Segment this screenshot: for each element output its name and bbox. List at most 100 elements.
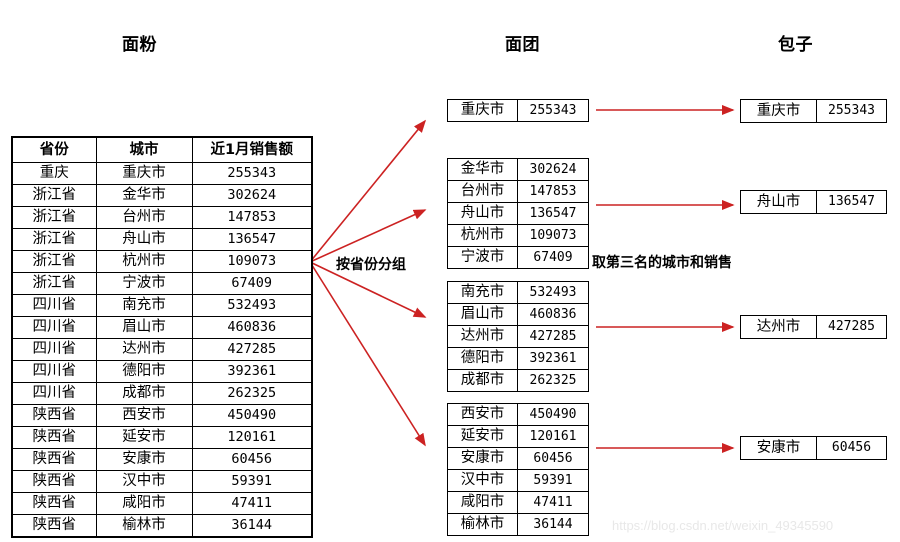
source-cell-province: 四川省 [11, 338, 97, 361]
result-city: 重庆市 [740, 99, 817, 123]
group-cell-amount: 392361 [517, 347, 589, 370]
source-cell-city: 安康市 [95, 448, 193, 471]
source-cell-province: 四川省 [11, 360, 97, 383]
source-cell-city: 汉中市 [95, 470, 193, 493]
source-cell-amount: 59391 [191, 470, 313, 493]
result-row: 重庆市 255343 [740, 99, 887, 123]
group-cell-amount: 302624 [517, 158, 589, 181]
group-cell-city: 舟山市 [447, 202, 518, 225]
fan-arrow-3 [309, 261, 426, 447]
source-cell-city: 宁波市 [95, 272, 193, 295]
group-cell-city: 安康市 [447, 447, 518, 470]
result-city: 达州市 [740, 315, 817, 339]
group-cell-amount: 532493 [517, 281, 589, 304]
source-cell-amount: 67409 [191, 272, 313, 295]
result-table-shaanxi: 安康市 60456 [740, 436, 887, 460]
group-cell-amount: 109073 [517, 224, 589, 247]
source-cell-amount: 60456 [191, 448, 313, 471]
group-cell-amount: 147853 [517, 180, 589, 203]
source-cell-province: 四川省 [11, 294, 97, 317]
source-cell-province: 陕西省 [11, 514, 97, 538]
source-cell-city: 舟山市 [95, 228, 193, 251]
fan-arrow-0 [309, 119, 427, 263]
group-cell-city: 成都市 [447, 369, 518, 392]
group-cell-city: 咸阳市 [447, 491, 518, 514]
result-amount: 60456 [816, 436, 887, 460]
group-cell-city: 金华市 [447, 158, 518, 181]
source-cell-amount: 147853 [191, 206, 313, 229]
result-amount: 427285 [816, 315, 887, 339]
source-cell-amount: 450490 [191, 404, 313, 427]
result-city: 安康市 [740, 436, 817, 460]
source-cell-province: 浙江省 [11, 206, 97, 229]
source-cell-city: 达州市 [95, 338, 193, 361]
group-cell-amount: 450490 [517, 403, 589, 426]
group-cell-city: 南充市 [447, 281, 518, 304]
source-cell-province: 陕西省 [11, 448, 97, 471]
source-cell-province: 陕西省 [11, 492, 97, 515]
result-table-sichuan: 达州市 427285 [740, 315, 887, 339]
source-cell-amount: 255343 [191, 162, 313, 185]
source-cell-amount: 392361 [191, 360, 313, 383]
stage-title-dough: 面团 [505, 35, 540, 55]
source-cell-province: 浙江省 [11, 228, 97, 251]
source-cell-province: 浙江省 [11, 184, 97, 207]
result-row: 舟山市 136547 [740, 190, 887, 214]
result-row: 达州市 427285 [740, 315, 887, 339]
group-cell-city: 重庆市 [447, 99, 518, 122]
result-city: 舟山市 [740, 190, 817, 214]
source-cell-province: 陕西省 [11, 470, 97, 493]
source-cell-amount: 120161 [191, 426, 313, 449]
label-take-third-rank: 取第三名的城市和销售 [592, 255, 732, 271]
result-amount: 255343 [816, 99, 887, 123]
group-cell-amount: 67409 [517, 246, 589, 269]
group-cell-amount: 60456 [517, 447, 589, 470]
group-cell-city: 西安市 [447, 403, 518, 426]
group-cell-amount: 460836 [517, 303, 589, 326]
result-row: 安康市 60456 [740, 436, 887, 460]
source-cell-amount: 427285 [191, 338, 313, 361]
source-header-province: 省份 [11, 136, 97, 163]
group-cell-city: 德阳市 [447, 347, 518, 370]
source-cell-city: 咸阳市 [95, 492, 193, 515]
source-table-header-row: 省份 城市 近1月销售额 [11, 136, 313, 163]
source-cell-amount: 302624 [191, 184, 313, 207]
source-cell-city: 金华市 [95, 184, 193, 207]
group-cell-city: 汉中市 [447, 469, 518, 492]
label-group-by-province: 按省份分组 [336, 257, 406, 273]
group-cell-city: 榆林市 [447, 513, 518, 536]
source-cell-amount: 136547 [191, 228, 313, 251]
source-cell-city: 西安市 [95, 404, 193, 427]
source-cell-province: 四川省 [11, 316, 97, 339]
